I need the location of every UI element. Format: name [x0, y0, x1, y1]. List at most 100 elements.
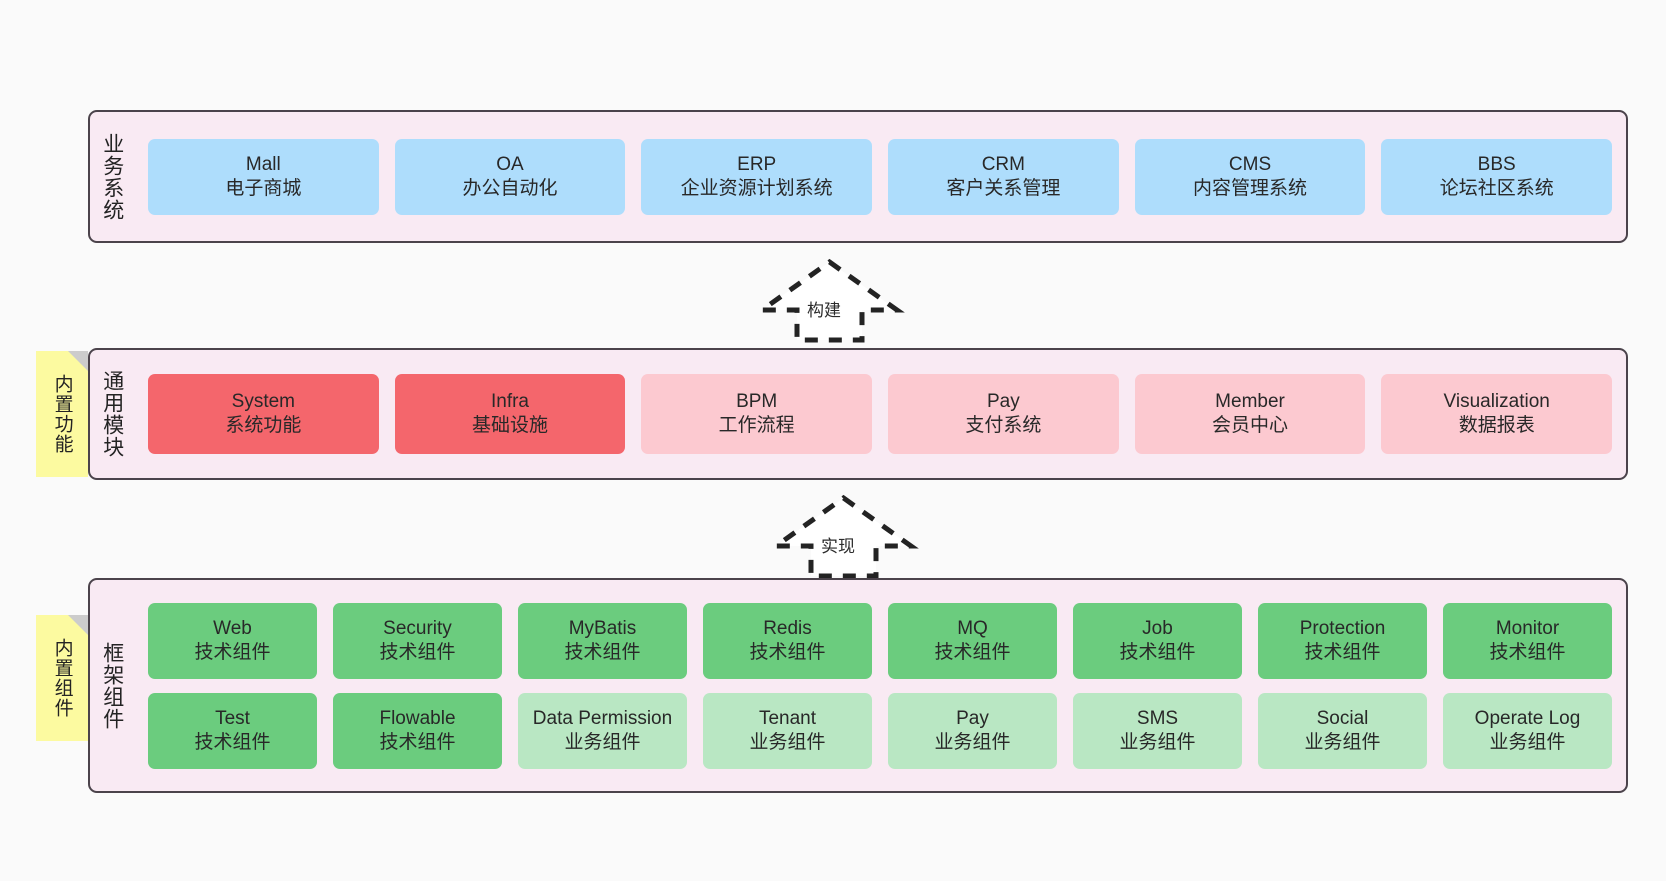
- node-bbs-cn: 论坛社区系统: [1439, 177, 1554, 199]
- arrow-implement-label: 实现: [821, 537, 855, 556]
- node-operate-log-cn: 业务组件: [1489, 731, 1566, 753]
- node-pay-module[interactable]: Pay 支付系统: [888, 374, 1119, 454]
- layer-business-system: 业务系统 Mall 电子商城 OA 办公自动化 ERP 企业资源计划系统 CRM…: [88, 110, 1628, 243]
- node-web-cn: 技术组件: [194, 641, 271, 663]
- node-protection-en: Protection: [1299, 617, 1386, 639]
- layer-common-module: 通用模块 System 系统功能 Infra 基础设施 BPM 工作流程 Pay…: [88, 348, 1628, 480]
- node-pay-component[interactable]: Pay 业务组件: [888, 692, 1057, 769]
- layer-business-system-title: 业务系统: [100, 132, 124, 221]
- node-web[interactable]: Web 技术组件: [148, 602, 317, 679]
- node-system-en: System: [231, 391, 296, 413]
- node-flowable-en: Flowable: [379, 707, 456, 729]
- note-builtin-component: 内置组件: [36, 615, 88, 741]
- node-infra-en: Infra: [490, 391, 530, 413]
- node-member-cn: 会员中心: [1212, 415, 1289, 436]
- node-pay-module-en: Pay: [986, 391, 1020, 413]
- node-erp-cn: 企业资源计划系统: [680, 177, 833, 199]
- node-infra-cn: 基础设施: [472, 415, 549, 436]
- node-job[interactable]: Job 技术组件: [1073, 602, 1242, 679]
- node-monitor[interactable]: Monitor 技术组件: [1443, 602, 1612, 679]
- node-member[interactable]: Member 会员中心: [1134, 374, 1366, 454]
- note-builtin-function: 内置功能: [36, 351, 88, 477]
- node-bpm-en: BPM: [736, 391, 778, 413]
- node-pay-component-cn: 业务组件: [934, 731, 1011, 753]
- node-crm-en: CRM: [981, 153, 1025, 175]
- node-flowable[interactable]: Flowable 技术组件: [333, 692, 502, 769]
- node-job-cn: 技术组件: [1119, 641, 1196, 663]
- node-member-en: Member: [1215, 391, 1285, 413]
- node-mq-cn: 技术组件: [934, 641, 1011, 663]
- component-row-tech: Web 技术组件 Security 技术组件 MyBatis 技术组件 Redi…: [148, 602, 1612, 679]
- node-bpm-cn: 工作流程: [718, 415, 795, 436]
- node-mall-cn: 电子商城: [225, 177, 302, 199]
- node-redis-en: Redis: [763, 617, 812, 639]
- node-bbs[interactable]: BBS 论坛社区系统: [1381, 138, 1613, 215]
- node-mybatis[interactable]: MyBatis 技术组件: [518, 602, 687, 679]
- node-visualization-en: Visualization: [1443, 391, 1550, 413]
- node-tenant-en: Tenant: [758, 707, 817, 729]
- node-redis[interactable]: Redis 技术组件: [703, 602, 872, 679]
- arrow-build-label: 构建: [807, 301, 841, 320]
- node-job-en: Job: [1142, 617, 1173, 639]
- node-crm-cn: 客户关系管理: [946, 177, 1061, 199]
- node-system[interactable]: System 系统功能: [148, 374, 379, 454]
- node-sms[interactable]: SMS 业务组件: [1073, 692, 1242, 769]
- arrow-implement: 实现: [768, 494, 919, 580]
- node-crm[interactable]: CRM 客户关系管理: [888, 138, 1119, 215]
- node-tenant[interactable]: Tenant 业务组件: [703, 692, 872, 769]
- arrow-implement-icon: [768, 494, 919, 579]
- node-data-permission[interactable]: Data Permission 业务组件: [518, 692, 687, 769]
- note-fold-corner-icon: [68, 615, 88, 635]
- node-monitor-cn: 技术组件: [1489, 641, 1566, 663]
- node-mq[interactable]: MQ 技术组件: [888, 602, 1057, 679]
- node-erp[interactable]: ERP 企业资源计划系统: [641, 138, 873, 215]
- node-mybatis-cn: 技术组件: [564, 641, 641, 663]
- node-oa[interactable]: OA 办公自动化: [394, 138, 626, 215]
- node-cms-en: CMS: [1228, 153, 1272, 175]
- note-fold-corner-icon: [68, 351, 88, 371]
- node-social-en: Social: [1316, 707, 1369, 729]
- node-visualization-cn: 数据报表: [1458, 415, 1535, 436]
- node-social-cn: 业务组件: [1304, 731, 1381, 753]
- layer-framework-component-title: 框架组件: [100, 641, 124, 730]
- node-test-cn: 技术组件: [194, 731, 271, 753]
- node-web-en: Web: [213, 617, 252, 639]
- node-sms-en: SMS: [1136, 707, 1179, 729]
- layer-common-module-title: 通用模块: [100, 370, 124, 458]
- layer-framework-component-body: Web 技术组件 Security 技术组件 MyBatis 技术组件 Redi…: [134, 580, 1626, 791]
- node-erp-en: ERP: [737, 153, 777, 175]
- node-sms-cn: 业务组件: [1119, 731, 1196, 753]
- node-cms[interactable]: CMS 内容管理系统: [1134, 138, 1366, 215]
- node-mall[interactable]: Mall 电子商城: [148, 138, 379, 215]
- node-cms-cn: 内容管理系统: [1193, 177, 1308, 199]
- node-infra[interactable]: Infra 基础设施: [394, 374, 626, 454]
- layer-common-module-body: System 系统功能 Infra 基础设施 BPM 工作流程 Pay 支付系统…: [134, 350, 1626, 478]
- layer-business-system-body: Mall 电子商城 OA 办公自动化 ERP 企业资源计划系统 CRM 客户关系…: [134, 112, 1626, 241]
- node-test[interactable]: Test 技术组件: [148, 692, 317, 769]
- node-flowable-cn: 技术组件: [379, 731, 456, 753]
- node-mall-en: Mall: [245, 153, 281, 175]
- node-monitor-en: Monitor: [1495, 617, 1560, 639]
- node-bpm[interactable]: BPM 工作流程: [641, 374, 873, 454]
- node-tenant-cn: 业务组件: [749, 731, 826, 753]
- arrow-build: 构建: [754, 258, 905, 344]
- node-social[interactable]: Social 业务组件: [1258, 692, 1427, 769]
- node-pay-module-cn: 支付系统: [965, 415, 1042, 436]
- layer-framework-component: 框架组件 Web 技术组件 Security 技术组件 MyBatis 技术组件…: [88, 578, 1628, 793]
- node-mybatis-en: MyBatis: [568, 617, 637, 639]
- node-operate-log[interactable]: Operate Log 业务组件: [1443, 692, 1612, 769]
- node-oa-cn: 办公自动化: [462, 177, 558, 199]
- node-protection-cn: 技术组件: [1304, 641, 1381, 663]
- note-builtin-function-label: 内置功能: [51, 374, 73, 454]
- node-bbs-en: BBS: [1477, 153, 1516, 175]
- node-system-cn: 系统功能: [225, 415, 302, 436]
- node-operate-log-en: Operate Log: [1474, 707, 1581, 729]
- node-data-permission-cn: 业务组件: [564, 731, 641, 753]
- node-security[interactable]: Security 技术组件: [333, 602, 502, 679]
- node-redis-cn: 技术组件: [749, 641, 826, 663]
- node-protection[interactable]: Protection 技术组件: [1258, 602, 1427, 679]
- node-pay-component-en: Pay: [956, 707, 989, 729]
- node-security-cn: 技术组件: [379, 641, 456, 663]
- node-visualization[interactable]: Visualization 数据报表: [1381, 374, 1613, 454]
